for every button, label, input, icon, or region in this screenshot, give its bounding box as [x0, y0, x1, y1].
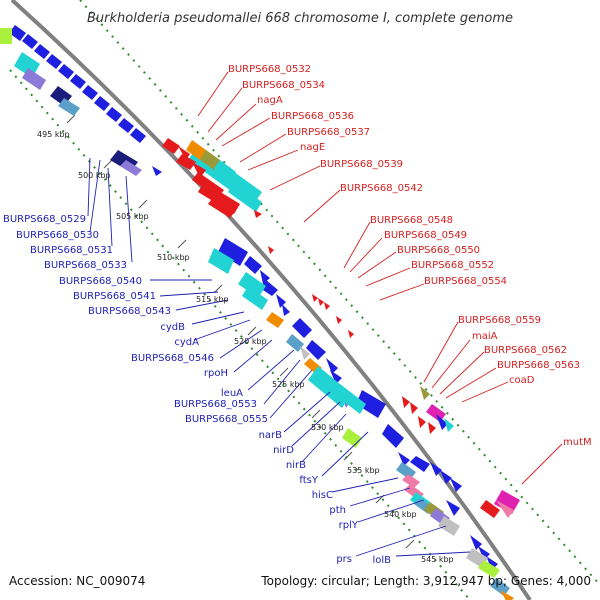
gene-label-right[interactable]: BURPS668_0549 [384, 230, 467, 241]
gene-label-left[interactable]: BURPS668_0553 [174, 399, 257, 410]
kbp-label: 495 kbp [37, 130, 70, 139]
backbone-features [186, 140, 366, 414]
accession-text: Accession: NC_009074 [9, 574, 145, 588]
gene-label-left[interactable]: BURPS668_0529 [3, 214, 86, 225]
gene-label-right[interactable]: mutM [563, 437, 592, 448]
kbp-label: 505 kbp [116, 212, 149, 221]
kbp-label: 500 kbp [78, 171, 111, 180]
gene-label-right[interactable]: BURPS668_0554 [424, 276, 507, 287]
kbp-label: 510 kbp [157, 253, 190, 262]
gene-label-left[interactable]: BURPS668_0555 [185, 414, 268, 425]
gene-label-right[interactable]: coaD [509, 375, 535, 386]
gene-label-right[interactable]: BURPS668_0563 [497, 360, 580, 371]
reverse-cds-track [162, 138, 500, 518]
gene-label-left[interactable]: leuA [221, 388, 243, 399]
gene-label-right[interactable]: maiA [472, 331, 498, 342]
gene-label-left[interactable]: nirD [273, 445, 294, 456]
gene-label-left[interactable]: BURPS668_0543 [88, 306, 171, 317]
gene-label-right[interactable]: BURPS668_0536 [271, 111, 354, 122]
left-leader-lines [87, 157, 471, 557]
kbp-label: 525 kbp [272, 380, 305, 389]
gene-label-right[interactable]: BURPS668_0552 [411, 260, 494, 271]
gene-label-left[interactable]: BURPS668_0540 [59, 276, 142, 287]
gene-label-left[interactable]: BURPS668_0530 [16, 230, 99, 241]
gene-label-left[interactable]: BURPS668_0533 [44, 260, 127, 271]
gene-label-left[interactable]: BURPS668_0546 [131, 353, 214, 364]
gene-label-left[interactable]: BURPS668_0541 [73, 291, 156, 302]
gene-label-right[interactable]: BURPS668_0548 [370, 215, 453, 226]
gene-label-left[interactable]: rpoH [204, 368, 228, 379]
gene-label-right[interactable]: nagE [300, 142, 325, 153]
gene-label-right[interactable]: BURPS668_0534 [242, 80, 325, 91]
kbp-label: 515 kbp [196, 295, 229, 304]
kbp-label: 545 kbp [421, 555, 454, 564]
kbp-label: 535 kbp [347, 466, 380, 475]
gene-label-left[interactable]: pth [329, 505, 346, 516]
chromosome-backbone [10, 0, 532, 600]
gene-label-right[interactable]: BURPS668_0539 [320, 159, 403, 170]
right-leader-lines [197, 71, 563, 485]
kbp-label: 520 kbp [234, 337, 267, 346]
gene-label-left[interactable]: lolB [372, 555, 391, 566]
gene-label-left[interactable]: BURPS668_0531 [30, 245, 113, 256]
map-title: Burkholderia pseudomallei 668 chromosome… [87, 11, 513, 26]
gene-label-right[interactable]: BURPS668_0562 [484, 345, 567, 356]
gene-label-left[interactable]: narB [259, 430, 283, 441]
gene-label-left[interactable]: cydA [174, 337, 199, 348]
gene-label-right[interactable]: BURPS668_0550 [397, 245, 480, 256]
gene-label-right[interactable]: nagA [257, 95, 283, 106]
outer-features [420, 386, 520, 518]
gene-label-left[interactable]: cydB [160, 322, 185, 333]
gene-label-right[interactable]: BURPS668_0542 [340, 183, 423, 194]
kbp-label: 540 kbp [384, 510, 417, 519]
gc-track-left [9, 69, 471, 600]
forward-cds-track [9, 25, 498, 570]
genome-summary-text: Topology: circular; Length: 3,912,947 bp… [260, 574, 591, 588]
gene-label-left[interactable]: ftsY [299, 475, 318, 486]
gene-label-right[interactable]: BURPS668_0532 [228, 64, 311, 75]
gene-label-left[interactable]: nirB [286, 460, 306, 471]
gene-label-left[interactable]: hisC [312, 490, 333, 501]
gene-label-right[interactable]: BURPS668_0559 [458, 315, 541, 326]
gene-label-left[interactable]: prs [336, 554, 352, 565]
gene-label-left[interactable]: rplY [339, 520, 359, 531]
kbp-label: 530 kbp [311, 423, 344, 432]
gene-label-right[interactable]: BURPS668_0537 [287, 127, 370, 138]
